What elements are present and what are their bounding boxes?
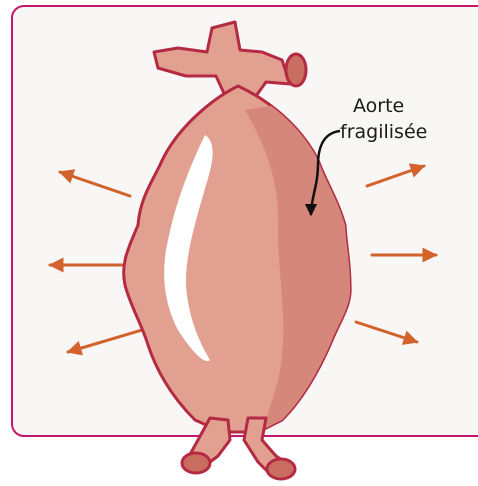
label-line-2: fragilisée	[340, 121, 427, 143]
label-line-1: Aorte	[353, 95, 404, 117]
vessel-opening-bottom-left	[182, 453, 210, 473]
vessel-opening-top-right	[286, 54, 306, 86]
vessel-opening-bottom-right	[267, 459, 295, 479]
